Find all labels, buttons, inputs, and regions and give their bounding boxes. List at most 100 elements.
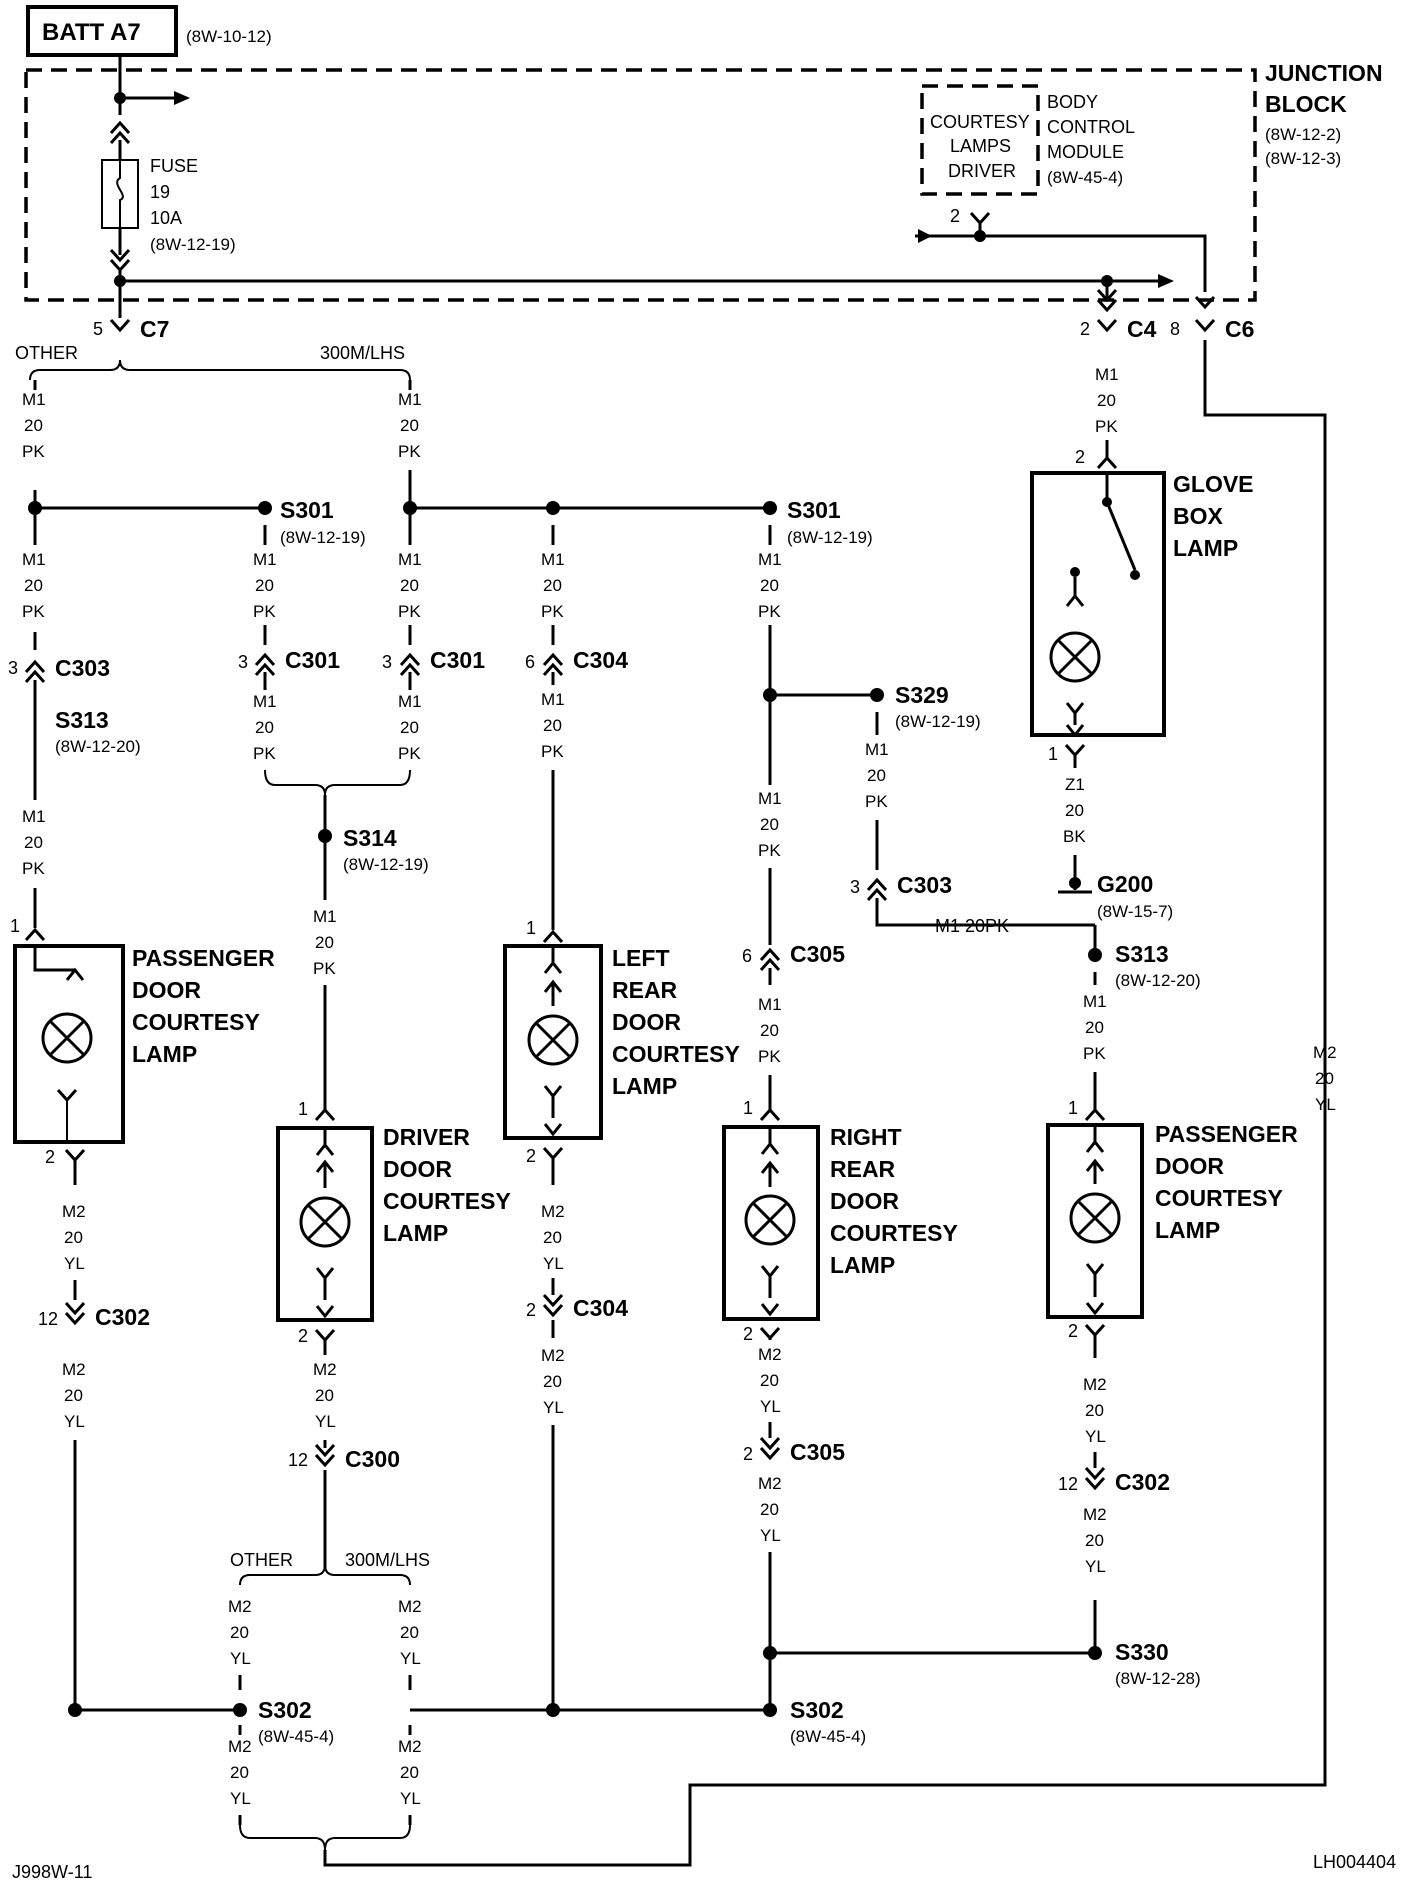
pin-label: 3: [850, 877, 860, 897]
wire-label: M2: [62, 1360, 86, 1379]
wire-label: 20: [64, 1228, 83, 1247]
lamp-label: PASSENGER: [1155, 1121, 1298, 1147]
pin-label: 1: [298, 1099, 308, 1119]
pin-label: 3: [382, 652, 392, 672]
bcm-label-2: CONTROL: [1047, 117, 1135, 137]
fuse-ref: (8W-12-19): [150, 235, 236, 254]
passenger-door-courtesy-lamp-left: [13, 944, 125, 1144]
lamp-label: DOOR: [1155, 1153, 1224, 1179]
wire-label: YL: [230, 1649, 251, 1668]
splice-dot: [68, 1703, 82, 1717]
g200-label: G200: [1097, 871, 1153, 897]
lamp-label: RIGHT: [830, 1124, 902, 1150]
wire-label: BK: [1063, 827, 1086, 846]
branch-top-brace: [29, 359, 411, 381]
splice-dot: [318, 829, 332, 843]
branch-bottom-alt: 300M/LHS: [345, 1550, 430, 1570]
driver-label-2: LAMPS: [950, 136, 1011, 156]
wire-label: PK: [398, 744, 421, 763]
wire-label: 20: [400, 1623, 419, 1642]
courtesy-lamps-driver-box: [920, 84, 1040, 196]
lamp-label: LAMP: [132, 1041, 197, 1067]
lamp-label: PASSENGER: [132, 945, 275, 971]
wire-label: PK: [758, 841, 781, 860]
junction-ref-1: (8W-12-2): [1265, 125, 1341, 144]
batt-label: BATT A7: [42, 19, 141, 46]
splice-dot: [233, 1703, 247, 1717]
wire-label: M2: [1083, 1505, 1107, 1524]
lamp-label: COURTESY: [383, 1188, 511, 1214]
s301-ref-left: (8W-12-19): [280, 528, 366, 547]
wire-label: 20: [400, 718, 419, 737]
lamp-label: LAMP: [612, 1073, 677, 1099]
s301-ref-right: (8W-12-19): [787, 528, 873, 547]
wire-label: M1: [1095, 365, 1119, 384]
bcm-ref: (8W-45-4): [1047, 168, 1123, 187]
batt-ref: (8W-10-12): [186, 27, 272, 46]
s329-ref: (8W-12-19): [895, 712, 981, 731]
glove-box-switch-icon: [1105, 501, 1137, 571]
wire-label: PK: [253, 602, 276, 621]
wire-label: M1: [398, 692, 422, 711]
pin-label: 6: [742, 946, 752, 966]
wire-label: 20: [543, 576, 562, 595]
splice-dot: [258, 501, 272, 515]
wire-label: M2: [758, 1345, 782, 1364]
lamp-label: REAR: [830, 1156, 896, 1182]
splice-dot: [763, 501, 777, 515]
wire-label: M1: [398, 390, 422, 409]
pin-label: 2: [526, 1146, 536, 1166]
s329-label: S329: [895, 682, 949, 708]
pin-label: 1: [1048, 744, 1058, 764]
wire-label: PK: [758, 602, 781, 621]
wire-label: 20: [230, 1623, 249, 1642]
wire-label: M1: [22, 807, 46, 826]
wire-label: 20: [760, 1371, 779, 1390]
fuse-label-1: FUSE: [150, 156, 198, 176]
wire-label: 20: [400, 416, 419, 435]
wire-label: PK: [22, 859, 45, 878]
wire-label: YL: [400, 1789, 421, 1808]
s302-ref-left: (8W-45-4): [258, 1727, 334, 1746]
c305-label-1: C305: [790, 941, 845, 967]
lamp-label: LAMP: [830, 1252, 895, 1278]
c7-pin: 5: [93, 319, 103, 339]
lamp-label: COURTESY: [830, 1220, 958, 1246]
pin-label: 12: [1058, 1474, 1078, 1494]
wire-label: M2: [758, 1474, 782, 1493]
s302-ref-right: (8W-45-4): [790, 1727, 866, 1746]
wire-label: M1: [313, 907, 337, 926]
lamp-label: LAMP: [383, 1220, 448, 1246]
c304-label-2: C304: [573, 1295, 628, 1321]
c305-label-2: C305: [790, 1439, 845, 1465]
pin-label: 12: [38, 1309, 58, 1329]
pin-label: 3: [238, 652, 248, 672]
bcm-pin: 2: [950, 206, 960, 226]
wire-label: 20: [1097, 391, 1116, 410]
wire-label: YL: [230, 1789, 251, 1808]
wire-label: 20: [543, 1372, 562, 1391]
wire-label: 20: [24, 833, 43, 852]
junction-label-2: BLOCK: [1265, 91, 1347, 117]
wire-label: 20: [315, 1386, 334, 1405]
splice-dot: [403, 501, 417, 515]
wire-label: YL: [400, 1649, 421, 1668]
driver-label-1: COURTESY: [930, 112, 1030, 132]
wire-label: M1: [758, 789, 782, 808]
lamp-label: COURTESY: [132, 1009, 260, 1035]
c303-label-right: C303: [897, 872, 952, 898]
wire-label: 20: [543, 1228, 562, 1247]
fuse-label-3: 10A: [150, 208, 182, 228]
wire-label: 20: [760, 1500, 779, 1519]
branch-bottom-other: OTHER: [230, 1550, 293, 1570]
m2-return-wire: [323, 340, 1327, 1867]
wire-label: YL: [543, 1398, 564, 1417]
lamp-label: DRIVER: [383, 1124, 470, 1150]
wire-label: PK: [313, 959, 336, 978]
wire-label: PK: [22, 442, 45, 461]
splice-dot: [763, 688, 777, 702]
wire-label: M2: [313, 1360, 337, 1379]
driver-label-3: DRIVER: [948, 161, 1016, 181]
wire-label: PK: [865, 792, 888, 811]
